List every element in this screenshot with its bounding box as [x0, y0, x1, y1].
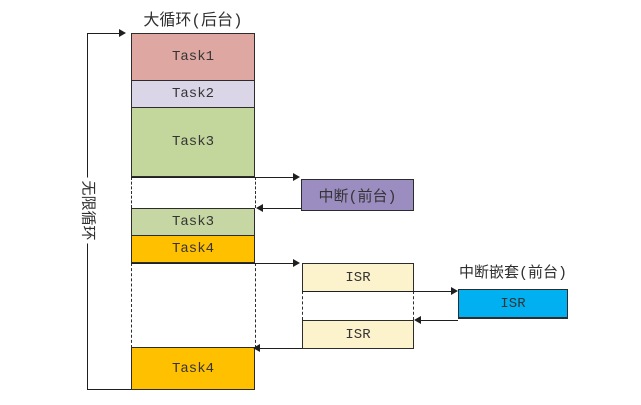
dashed-guide-isr-right	[413, 291, 414, 320]
task2-label: Task2	[171, 86, 214, 102]
arrow-interrupt-return-to-task3	[263, 208, 301, 209]
nested-isr-label: ISR	[500, 295, 526, 312]
arrow-isr1-to-nested-isr	[302, 291, 451, 292]
task4-label: Task4	[171, 241, 214, 257]
task4-block: Task4	[131, 235, 255, 263]
task1-label: Task1	[171, 49, 214, 65]
dashed-guide-right-gap2	[255, 263, 256, 348]
task3-resumed-block: Task3	[131, 208, 255, 236]
task4-resumed-label: Task4	[171, 360, 214, 377]
dashed-guide-right-gap1	[255, 177, 256, 208]
task1-block: Task1	[131, 33, 255, 81]
dashed-guide-isr-left	[302, 291, 303, 320]
arrow-isr2-return-to-task4	[260, 348, 302, 349]
arrowhead-icon	[293, 173, 300, 181]
interrupt-foreground-block: 中断(前台)	[301, 179, 414, 211]
infinite-loop-label: 无限循环	[78, 177, 96, 244]
arrowhead-icon	[253, 344, 260, 352]
arrowhead-icon	[256, 204, 263, 212]
infinite-loop-top-arm	[87, 33, 120, 34]
arrowhead-icon	[119, 29, 126, 37]
arrowhead-icon	[414, 316, 421, 324]
arrow-task3-to-interrupt	[131, 177, 293, 178]
arrow-task4-to-isr1	[131, 263, 293, 264]
dashed-guide-left-gap2	[131, 263, 132, 348]
dashed-guide-left-gap1	[131, 177, 132, 208]
infinite-loop-bottom-arm	[87, 389, 131, 390]
isr-block-2: ISR	[302, 320, 414, 349]
arrowhead-icon	[451, 287, 458, 295]
interrupt-foreground-label: 中断(前台)	[318, 188, 397, 206]
isr1-label: ISR	[345, 269, 371, 286]
task2-block: Task2	[131, 80, 255, 108]
task3-resumed-label: Task3	[171, 214, 214, 230]
task4-resumed-block: Task4	[131, 347, 255, 390]
arrow-nested-isr-return-to-isr2	[421, 320, 458, 321]
nested-isr-block: ISR	[458, 289, 568, 319]
nested-interrupt-title: 中断嵌套(前台)	[458, 265, 567, 282]
background-superloop-title: 大循环(后台)	[143, 12, 243, 30]
isr2-label: ISR	[345, 326, 371, 343]
task3-block: Task3	[131, 107, 255, 177]
isr-block-1: ISR	[302, 263, 414, 292]
arrowhead-icon	[293, 259, 300, 267]
task3-label: Task3	[171, 134, 214, 150]
